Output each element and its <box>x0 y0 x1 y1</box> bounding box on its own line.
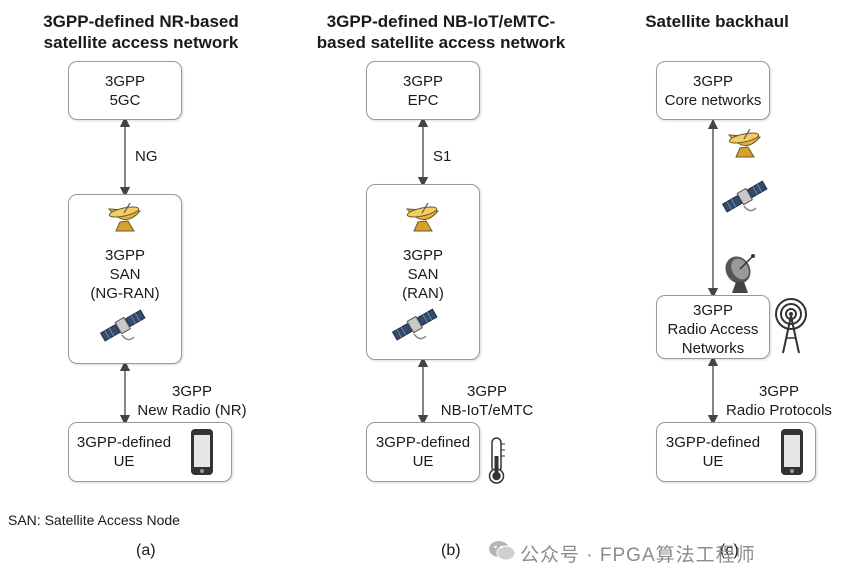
smartphone-icon <box>780 428 804 481</box>
panel-a-letter: (a) <box>136 542 156 559</box>
satellite-dish-icon <box>404 201 442 238</box>
panel-c-ran-label: 3GPP Radio Access Networks <box>667 302 759 357</box>
panel-a-radio-label: 3GPP New Radio (NR) <box>137 383 247 419</box>
radio-tower-icon <box>774 298 808 359</box>
watermark: 公众号 · FPGA算法工程师 <box>520 545 756 566</box>
panel-b-core-box <box>366 61 480 120</box>
panel-a-interface-label: NG <box>135 148 158 165</box>
panel-a-core-box <box>68 61 182 120</box>
satellite-icon <box>721 176 768 223</box>
panel-b-ue-label: 3GPP-defined UE <box>375 434 471 470</box>
antenna-dish-icon <box>722 252 762 299</box>
panel-c-core-box <box>656 61 770 120</box>
panel-c-core-label: 3GPP Core networks <box>664 73 762 109</box>
thermometer-icon <box>486 436 508 491</box>
panel-b-radio-label: 3GPP NB-IoT/eMTC <box>440 383 534 419</box>
panel-c-ran-box <box>656 295 770 359</box>
panel-c-letter: (c) <box>720 542 739 559</box>
panel-c-title: Satellite backhaul <box>645 12 789 31</box>
panel-a-ue-label: 3GPP-defined UE <box>76 434 172 470</box>
panel-b-letter: (b) <box>441 542 461 559</box>
satellite-dish-icon <box>106 201 144 238</box>
footnote: SAN: Satellite Access Node <box>8 512 180 528</box>
panel-b-san-label: 3GPP SAN (RAN) <box>402 247 444 302</box>
panel-b-ue-box <box>366 422 480 482</box>
panel-b-title: 3GPP-defined NB-IoT/eMTC- based satellit… <box>316 12 566 52</box>
panel-c-ue-label: 3GPP-defined UE <box>665 434 761 470</box>
satellite-icon <box>99 305 146 352</box>
panel-a-san-label: 3GPP SAN (NG-RAN) <box>90 247 160 302</box>
panel-b-core-label: 3GPP EPC <box>402 73 444 109</box>
panel-a-title: 3GPP-defined NR-based satellite access n… <box>43 12 239 52</box>
panel-c-radio-label: 3GPP Radio Protocols <box>726 383 832 419</box>
smartphone-icon <box>190 428 214 481</box>
satellite-icon <box>391 304 438 351</box>
panel-b-interface-label: S1 <box>433 148 452 165</box>
satellite-dish-icon <box>726 127 764 164</box>
panel-a-core-label: 3GPP 5GC <box>104 73 146 109</box>
wechat-icon <box>488 539 516 568</box>
